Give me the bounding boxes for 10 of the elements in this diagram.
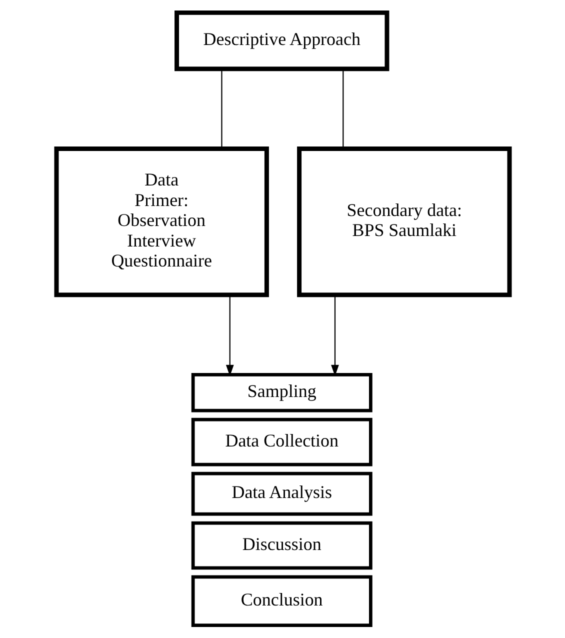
node-box: Data Analysis (190, 472, 372, 516)
connector (342, 69, 344, 148)
node-box: Data Primer: Observation Interview Questionnaire (54, 146, 268, 298)
node-box: Sampling (190, 372, 372, 412)
connector (220, 69, 222, 148)
node-box: Conclusion (190, 575, 372, 627)
node-box: Descriptive Approach (174, 10, 389, 72)
node-box: Discussion (190, 521, 372, 570)
node-box: Data Collection (190, 418, 372, 466)
node-box: Secondary data: BPS Saumlaki (296, 146, 512, 298)
